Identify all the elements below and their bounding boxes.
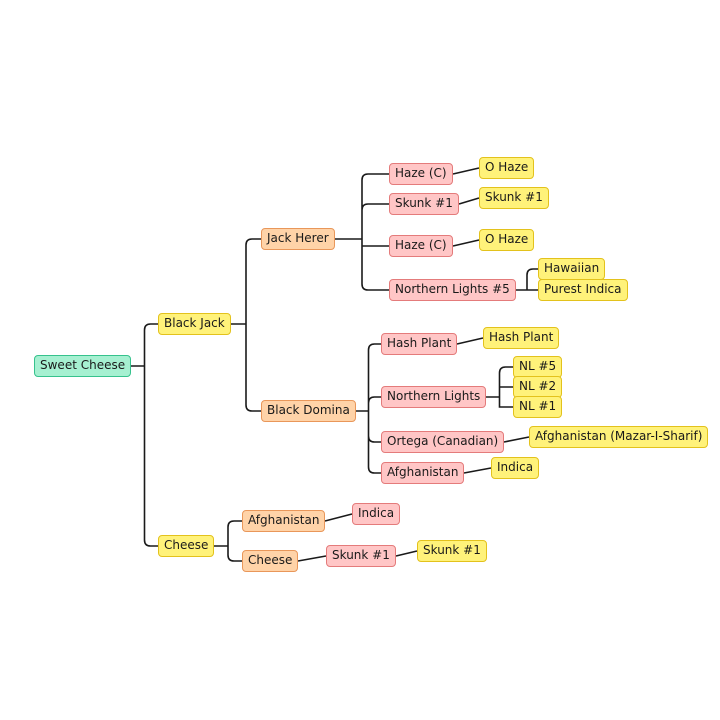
node-jack-herer[interactable]: Jack Herer [261,228,335,250]
connector-afg [463,467,492,474]
connector-bd [356,343,381,474]
connector-ort [503,436,530,443]
connector-chs [395,550,418,557]
connector-cha [324,513,353,522]
node-black-domina[interactable]: Black Domina [261,400,356,422]
connector-nl5 [516,268,538,291]
node-cheese[interactable]: Cheese [158,535,215,557]
node-hawaiian[interactable]: Hawaiian [538,258,606,280]
connector-hp [456,337,484,345]
connector-hz1 [452,167,480,175]
node-nl2[interactable]: NL #2 [513,376,563,398]
connector-root [131,323,158,547]
node-nl5[interactable]: NL #5 [513,356,563,378]
node-skunk1-leaf-cheese[interactable]: Skunk #1 [417,540,487,562]
node-hash-plant[interactable]: Hash Plant [381,333,458,355]
connector-ch [214,520,242,562]
connector-sk1 [458,197,480,205]
node-cheese-cheese[interactable]: Cheese [242,550,299,572]
node-hash-plant-leaf[interactable]: Hash Plant [483,327,560,349]
connector-bj [231,238,261,412]
connector-hz2 [452,239,480,247]
node-northern-lights-5[interactable]: Northern Lights #5 [389,279,516,301]
node-skunk1-cheese[interactable]: Skunk #1 [326,545,396,567]
node-afghanistan-mazar[interactable]: Afghanistan (Mazar-I-Sharif) [529,426,709,448]
node-haze-c-2[interactable]: Haze (C) [389,235,453,257]
node-o-haze-1[interactable]: O Haze [479,157,535,179]
node-skunk1-leaf-jh[interactable]: Skunk #1 [479,187,549,209]
node-northern-lights[interactable]: Northern Lights [381,386,487,408]
node-indica-cheese[interactable]: Indica [352,503,401,525]
connector-chc [297,555,327,562]
node-nl1[interactable]: NL #1 [513,396,563,418]
node-sweet-cheese[interactable]: Sweet Cheese [34,355,132,377]
node-haze-c-1[interactable]: Haze (C) [389,163,453,185]
node-o-haze-2[interactable]: O Haze [479,229,535,251]
node-ortega-canadian[interactable]: Ortega (Canadian) [381,431,505,453]
connector-jh [335,173,389,291]
node-purest-indica[interactable]: Purest Indica [538,279,628,301]
node-skunk1-jh[interactable]: Skunk #1 [389,193,459,215]
node-black-jack[interactable]: Black Jack [158,313,231,335]
node-indica-bd[interactable]: Indica [491,457,540,479]
connector-nl [486,366,513,408]
node-cheese-afghanistan[interactable]: Afghanistan [242,510,326,532]
node-afghanistan-bd[interactable]: Afghanistan [381,462,465,484]
